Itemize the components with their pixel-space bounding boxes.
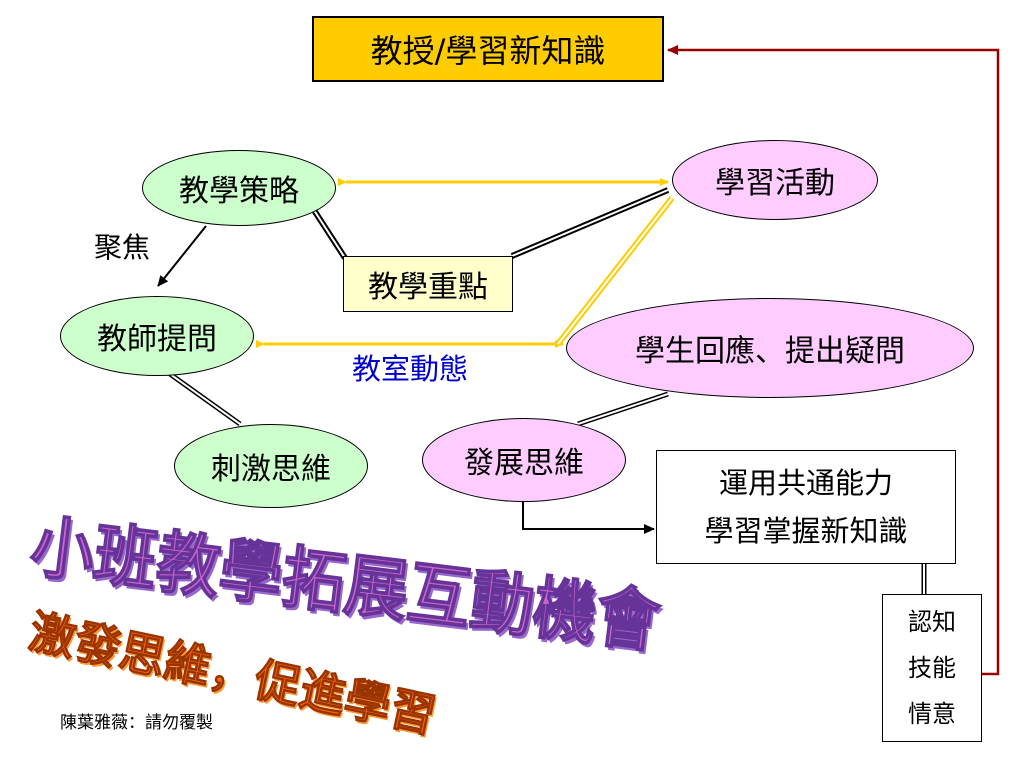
footer-credit: 陳葉雅薇：請勿覆製 xyxy=(60,713,213,733)
application-line-2: 學習掌握新知識 xyxy=(704,514,908,548)
feedback-loop-arrow xyxy=(667,45,1000,679)
focus-arrow xyxy=(157,225,207,287)
node-teacher-question: 教師提問 xyxy=(60,296,254,376)
develop-application-arrow xyxy=(522,496,655,534)
domain-skills: 技能 xyxy=(908,654,956,682)
node-teaching-strategy: 教學策略 xyxy=(142,150,336,226)
node-learning-activity: 學習活動 xyxy=(672,140,878,220)
application-box: 運用共通能力 學習掌握新知識 xyxy=(656,450,956,564)
top-box-label: 教授/學習新知識 xyxy=(370,32,606,70)
focus-label: 聚焦 xyxy=(94,231,151,264)
node-stimulate-thinking: 刺激思維 xyxy=(174,424,368,508)
domain-affective: 情意 xyxy=(908,700,956,728)
node-develop-thinking: 發展思維 xyxy=(422,418,626,502)
application-line-1: 運用共通能力 xyxy=(718,466,893,500)
domain-cognitive: 認知 xyxy=(908,608,956,636)
node-student-response: 學生回應、提出疑問 xyxy=(566,298,974,398)
top-box: 教授/學習新知識 xyxy=(312,16,664,82)
key-point-box: 教學重點 xyxy=(343,256,513,312)
classroom-dynamics-label: 教室動態 xyxy=(352,352,469,386)
domains-box: 認知 技能 情意 xyxy=(882,594,982,742)
